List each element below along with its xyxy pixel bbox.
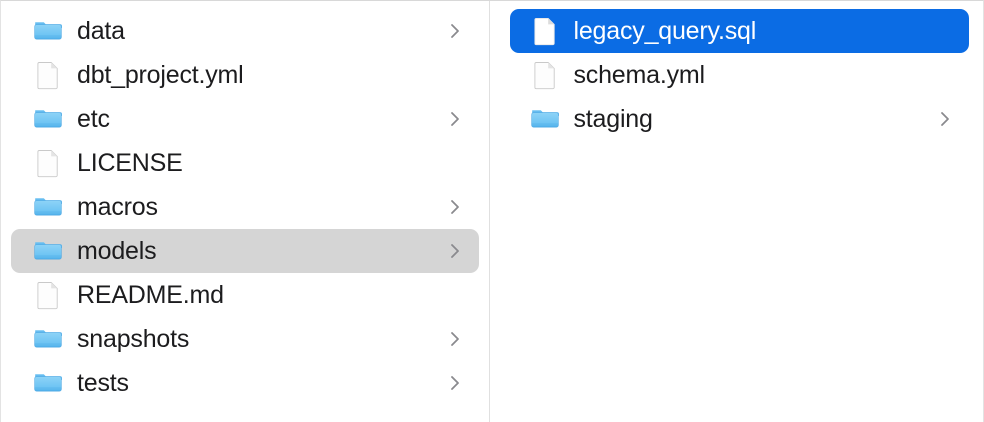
row-label: macros (77, 193, 158, 221)
row-label: snapshots (77, 325, 190, 353)
row-label: tests (77, 369, 129, 397)
folder-row[interactable]: data (11, 9, 479, 53)
row-label: schema.yml (573, 61, 706, 89)
row-label: README.md (77, 281, 224, 309)
folder-icon (33, 323, 63, 355)
document-icon (33, 147, 63, 179)
folder-icon (530, 103, 560, 135)
file-row[interactable]: schema.yml (510, 53, 970, 97)
row-label: dbt_project.yml (77, 61, 244, 89)
folder-row[interactable]: staging (510, 97, 970, 141)
document-icon (33, 59, 63, 91)
chevron-right-icon[interactable] (449, 109, 461, 129)
chevron-right-icon[interactable] (449, 241, 461, 261)
file-row[interactable]: LICENSE (11, 141, 479, 185)
row-label: etc (77, 105, 110, 133)
chevron-right-icon[interactable] (449, 373, 461, 393)
row-label: models (77, 237, 157, 265)
row-label: data (77, 17, 125, 45)
folder-icon (33, 235, 63, 267)
row-label: legacy_query.sql (573, 17, 757, 45)
folder-row[interactable]: models (11, 229, 479, 273)
row-label: staging (573, 105, 653, 133)
folder-row[interactable]: etc (11, 97, 479, 141)
folder-icon (33, 191, 63, 223)
folder-row[interactable]: macros (11, 185, 479, 229)
folder-row[interactable]: snapshots (11, 317, 479, 361)
chevron-right-icon[interactable] (449, 329, 461, 349)
folder-icon (33, 103, 63, 135)
file-row[interactable]: dbt_project.yml (11, 53, 479, 97)
chevron-right-icon[interactable] (939, 109, 951, 129)
chevron-right-icon[interactable] (449, 21, 461, 41)
row-label: LICENSE (77, 149, 183, 177)
document-icon (530, 15, 560, 47)
file-list-column-child: legacy_query.sql schema.yml staging (489, 1, 983, 422)
file-row[interactable]: legacy_query.sql (509, 9, 969, 53)
document-icon (33, 279, 63, 311)
folder-icon (33, 15, 63, 47)
folder-icon (33, 367, 63, 399)
folder-row[interactable]: tests (11, 361, 479, 405)
chevron-right-icon[interactable] (449, 197, 461, 217)
document-icon (530, 59, 560, 91)
file-row[interactable]: README.md (11, 273, 479, 317)
